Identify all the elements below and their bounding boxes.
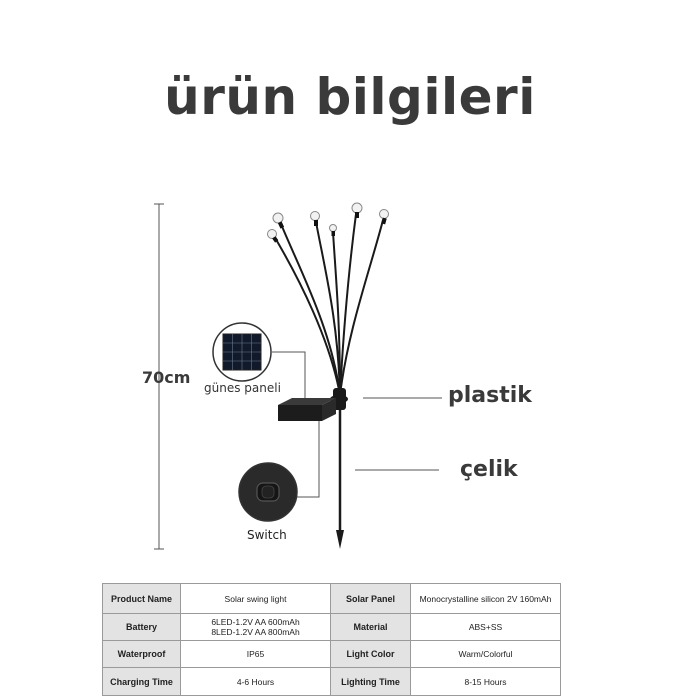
spec-value-line: IP65 xyxy=(246,649,265,659)
bulb xyxy=(267,229,279,243)
spec-key: Material xyxy=(330,613,411,641)
height-dimension-line xyxy=(154,203,164,550)
spec-value: 8-15 Hours xyxy=(410,667,561,696)
spec-value: Warm/Colorful xyxy=(410,640,561,668)
switch-label: Switch xyxy=(247,528,287,542)
spec-key: Waterproof xyxy=(102,640,181,668)
spec-key: Product Name xyxy=(102,583,181,614)
ground-stake xyxy=(336,408,344,549)
spec-table: Product Name Solar swing light Solar Pan… xyxy=(102,583,561,696)
spec-value-line: 4-6 Hours xyxy=(236,676,275,687)
height-label: 70cm xyxy=(142,368,191,387)
spec-row: Battery 6LED-1.2V AA 600mAh 8LED-1.2V AA… xyxy=(102,613,561,641)
solar-panel-label: günes paneli xyxy=(204,381,281,395)
spec-key: Battery xyxy=(102,613,181,641)
spec-value-line: 6LED-1.2V AA 600mAh xyxy=(211,617,300,627)
bulb xyxy=(351,202,363,218)
spec-value: 6LED-1.2V AA 600mAh 8LED-1.2V AA 800mAh xyxy=(180,613,331,641)
bulb xyxy=(272,212,285,229)
bulb xyxy=(379,209,389,225)
switch-inset xyxy=(238,462,298,522)
solar-panel-leader xyxy=(272,351,306,398)
switch-leader xyxy=(297,421,320,498)
spec-value: ABS+SS xyxy=(410,613,561,641)
bulb xyxy=(329,224,337,236)
spec-row: Charging Time 4-6 Hours Lighting Time 8-… xyxy=(102,667,561,696)
spec-row: Product Name Solar swing light Solar Pan… xyxy=(102,583,561,614)
spec-value-line: 8LED-1.2V AA 800mAh xyxy=(211,627,300,637)
light-stems xyxy=(273,213,384,396)
spec-key: Solar Panel xyxy=(330,583,411,614)
solar-panel-inset xyxy=(212,322,272,382)
spec-key: Charging Time xyxy=(102,667,181,696)
steel-label: çelik xyxy=(460,457,518,482)
page-title: ürün bilgileri xyxy=(164,68,536,126)
solar-box xyxy=(278,398,336,421)
spec-value-line: Solar swing light xyxy=(224,593,287,604)
led-bulbs xyxy=(267,202,389,243)
spec-value: Solar swing light xyxy=(180,583,331,614)
spec-value: Monocrystalline silicon 2V 160mAh xyxy=(410,583,561,614)
spec-key: Lighting Time xyxy=(330,667,411,696)
bulb xyxy=(310,211,320,226)
spec-row: Waterproof IP65 Light Color Warm/Colorfu… xyxy=(102,640,561,668)
spec-key: Light Color xyxy=(330,640,411,668)
plastic-label: plastik xyxy=(448,383,532,408)
spec-value: 4-6 Hours xyxy=(180,667,331,696)
spec-value: IP65 xyxy=(180,640,331,668)
